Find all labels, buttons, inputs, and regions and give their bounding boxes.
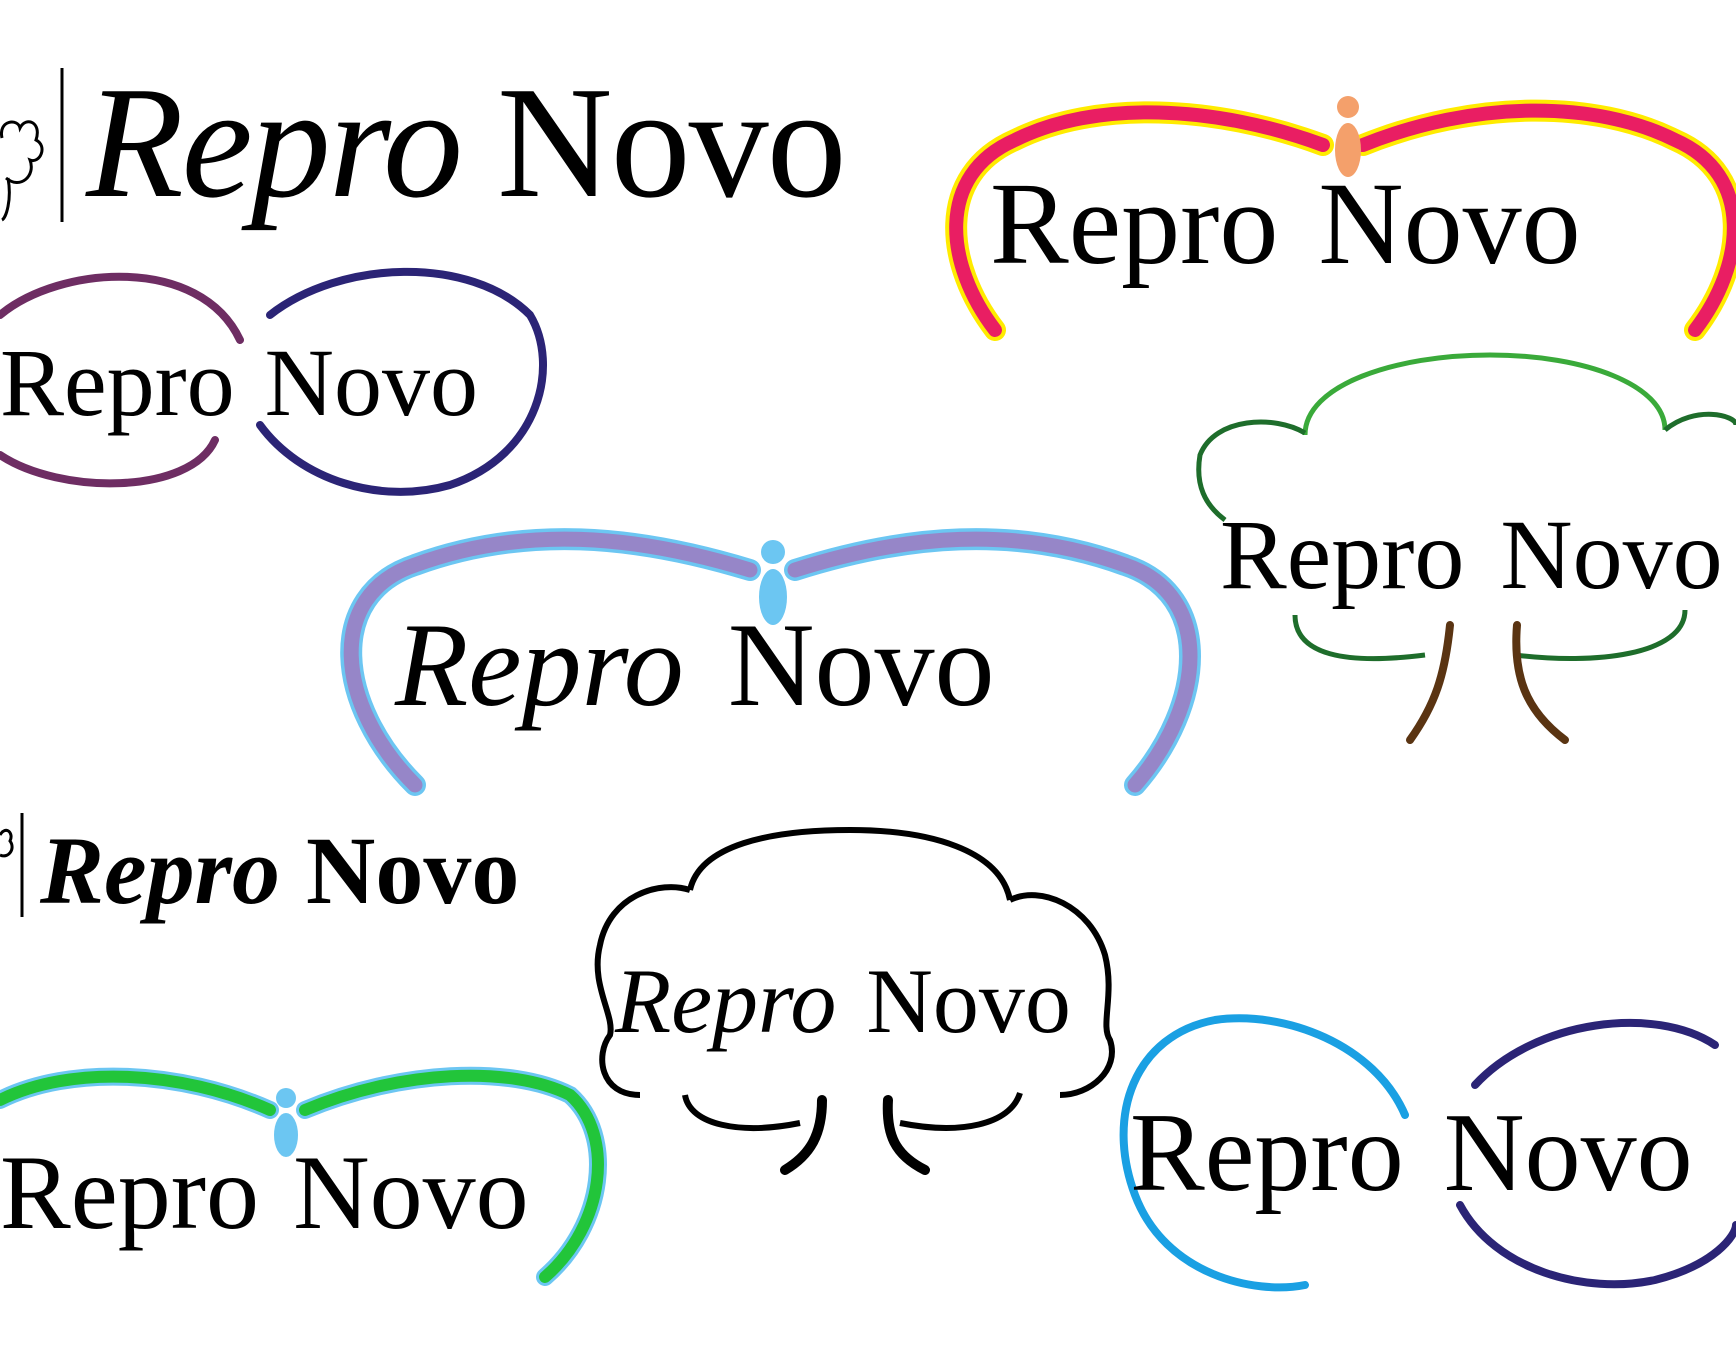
logo-word-repro: Repro	[395, 598, 684, 731]
logo-infinity-purple: Repro Novo	[0, 255, 560, 505]
logo-word-repro: Repro	[1220, 499, 1465, 610]
logo-word-novo: Novo	[866, 950, 1071, 1052]
logo-word-repro: Repro	[40, 817, 280, 924]
tree-icon	[0, 68, 64, 222]
logo-word-novo: Novo	[497, 53, 847, 231]
logo-word-repro: Repro	[0, 1134, 260, 1251]
logo-word-novo: Novo	[264, 329, 478, 436]
figure-body	[759, 569, 787, 625]
logo-word-novo: Novo	[727, 598, 995, 731]
logo-infinity-blue: Repro Novo	[1115, 1005, 1736, 1305]
figure-head	[761, 540, 785, 564]
logo-word-repro: Repro	[0, 329, 235, 436]
logo-word-novo: Novo	[293, 1134, 529, 1251]
logo-word-repro: Repro	[615, 950, 837, 1052]
logo-word-repro: Repro	[86, 53, 463, 231]
logo-arch-person-magenta: Repro Novo	[945, 55, 1736, 341]
logo-arch-person-lavender: Repro Novo	[335, 495, 1215, 796]
logo-word-novo: Novo	[1500, 499, 1723, 610]
figure-body	[274, 1113, 298, 1157]
logo-word-novo: Novo	[306, 817, 520, 924]
logo-word-novo: Novo	[1443, 1091, 1693, 1215]
logo-tree-green: Repro Novo	[1195, 345, 1736, 750]
arch-swoosh	[0, 1066, 607, 1286]
arch-swoosh	[340, 528, 1201, 796]
logo-word-novo: Novo	[1318, 158, 1581, 289]
infinity-loops	[1119, 1014, 1736, 1292]
logo-arch-person-green: Repro Novo	[0, 1055, 607, 1286]
tree-outline	[1196, 352, 1736, 744]
arch-swoosh	[945, 96, 1736, 341]
figure-head	[1337, 96, 1359, 118]
logo-word-repro: Repro	[990, 158, 1279, 289]
figure-body	[1335, 123, 1361, 177]
tree-outline	[594, 826, 1115, 1175]
logo-tree-black: Repro Novo	[590, 825, 1130, 1195]
infinity-loops	[0, 267, 547, 496]
tree-icon	[0, 813, 24, 917]
figure-head	[276, 1088, 296, 1108]
logo-word-repro: Repro	[1130, 1091, 1404, 1215]
